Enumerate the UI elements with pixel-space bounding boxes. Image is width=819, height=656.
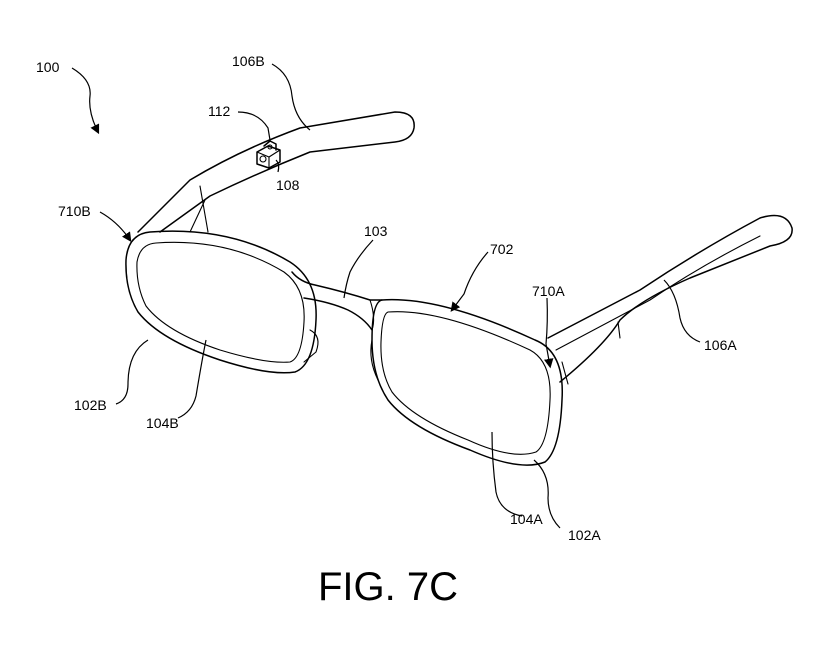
bridge-103 [291,271,383,331]
label-710B: 710B [58,203,91,219]
temple-arm-106B [137,111,415,233]
label-108: 108 [276,177,300,193]
label-104B: 104B [146,415,179,431]
figure-caption: FIG. 7C [318,565,458,609]
label-702: 702 [490,241,514,257]
label-102A: 102A [568,527,601,543]
label-112: 112 [208,103,231,119]
frame-rim-102B [125,230,319,374]
temple-arm-106A [547,214,793,385]
label-106B: 106B [232,53,265,69]
label-710A: 710A [532,283,565,299]
label-100: 100 [36,59,60,75]
leader-lines [71,63,701,529]
label-102B: 102B [74,397,107,413]
frame-rim-102A [370,298,564,466]
label-106A: 106A [704,337,737,353]
sensor-module-108 [256,140,281,169]
label-103: 103 [364,223,388,239]
label-104A: 104A [510,511,543,527]
